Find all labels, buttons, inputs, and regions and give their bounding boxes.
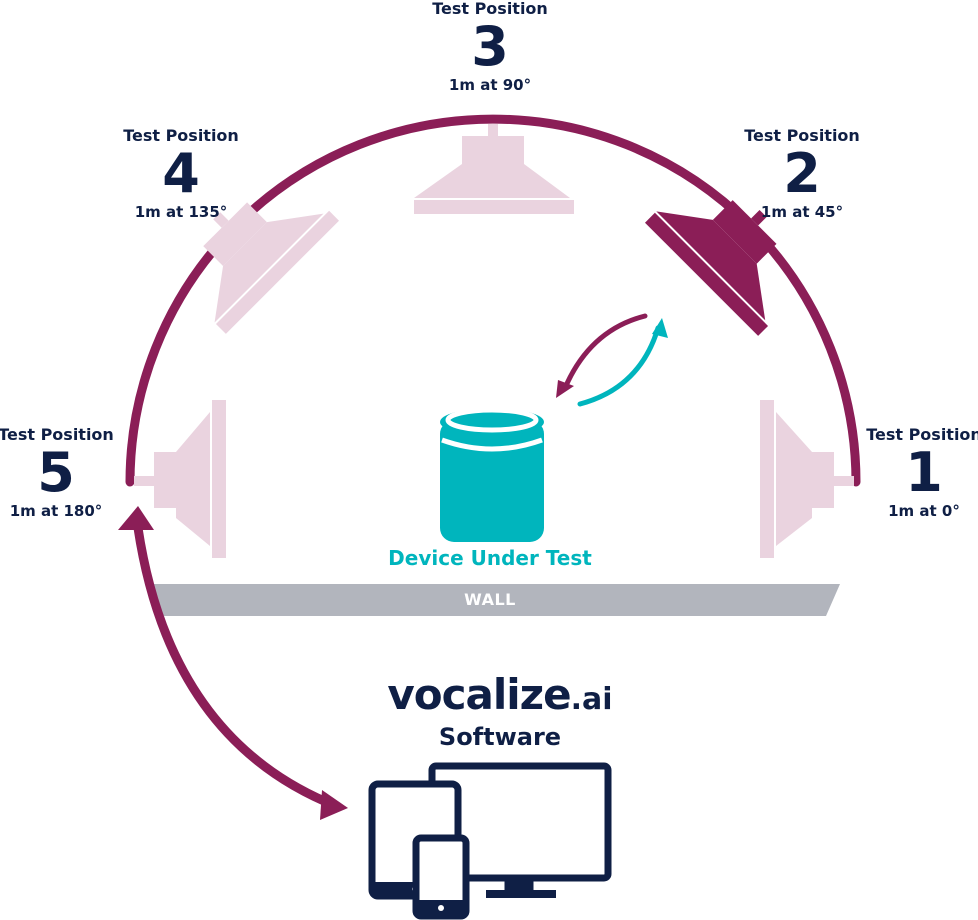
position-distance: 1m at 90°: [448, 76, 532, 94]
arrowhead-up: [118, 506, 154, 530]
position-distance: 1m at 0°: [888, 502, 960, 520]
wall-label: WALL: [464, 590, 516, 609]
speaker-position-3: [414, 124, 574, 214]
position-number: 4: [162, 142, 200, 205]
speaker-position-5: [134, 400, 226, 558]
speaker-position-1: [760, 400, 854, 558]
position-number: 1: [905, 441, 943, 504]
position-title: Test Position: [744, 126, 860, 145]
position-title: Test Position: [866, 425, 978, 444]
position-title: Test Position: [432, 0, 548, 18]
position-number: 2: [783, 142, 821, 205]
position-label-3: Test Position 3 1m at 90°: [410, 0, 570, 94]
brand-logo-main: vocalize: [387, 670, 571, 719]
wall-bar: [150, 584, 840, 616]
position-title: Test Position: [123, 126, 239, 145]
position-number: 5: [37, 441, 75, 504]
position-distance: 1m at 180°: [9, 502, 103, 520]
phone-icon: [412, 834, 470, 920]
position-label-4: Test Position 4 1m at 135°: [101, 126, 261, 222]
position-title: Test Position: [0, 425, 114, 444]
arrowhead-right: [320, 790, 348, 820]
device-under-test-label: Device Under Test: [388, 546, 592, 570]
arrowhead-to-device: [556, 380, 574, 398]
device-under-test-icon: [440, 407, 544, 542]
position-label-2: Test Position 2 1m at 45°: [722, 126, 882, 222]
arrowhead-to-speaker: [652, 318, 668, 338]
software-brand: vocalize.ai Software: [380, 672, 620, 752]
position-label-5: Test Position 5 1m at 180°: [0, 425, 136, 521]
position-label-1: Test Position 1 1m at 0°: [844, 425, 978, 521]
position-arc: [125, 114, 861, 487]
position-number: 3: [471, 15, 509, 78]
brand-logo: vocalize.ai: [380, 672, 620, 723]
brand-logo-suffix: .ai: [570, 682, 613, 717]
brand-subtitle: Software: [438, 723, 562, 751]
software-link-arrow: [133, 523, 341, 811]
position-distance: 1m at 135°: [134, 203, 228, 221]
position-distance: 1m at 45°: [760, 203, 844, 221]
signal-arrow-to-speaker: [577, 325, 661, 407]
signal-arrow-to-device: [562, 313, 648, 391]
